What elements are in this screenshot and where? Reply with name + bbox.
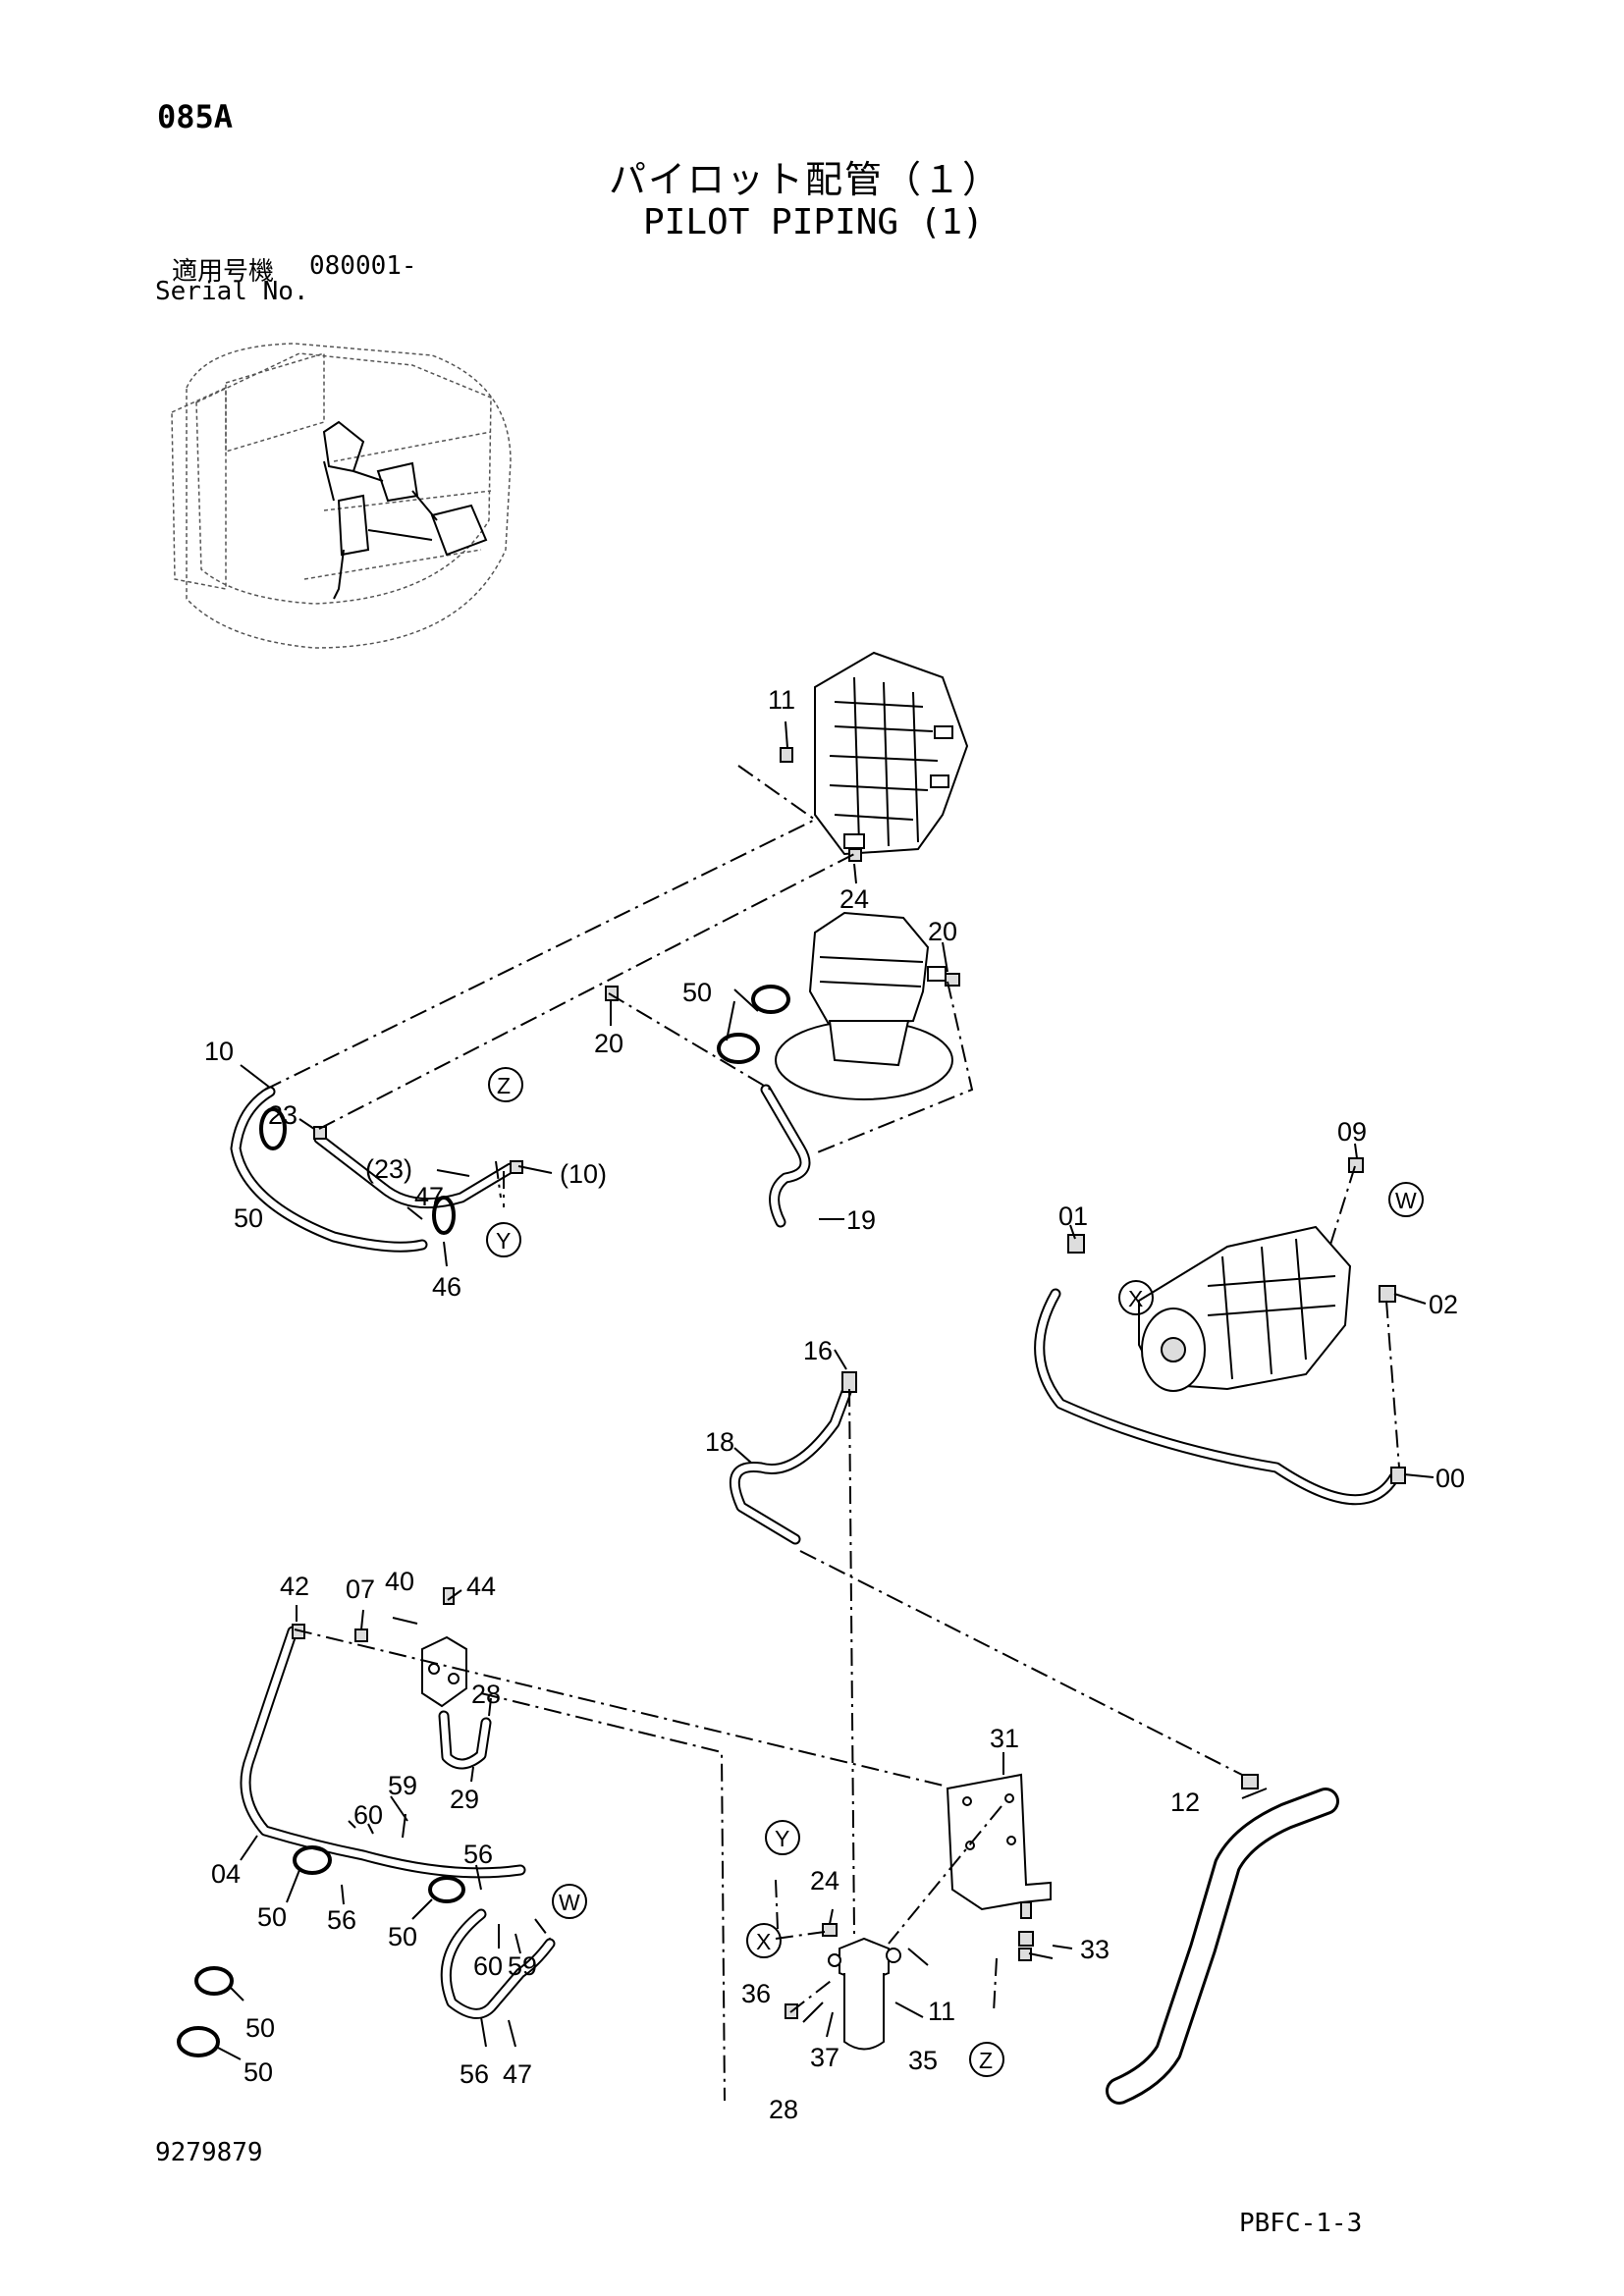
callout-60: 60 [353, 1800, 383, 1830]
callout-35: 35 [908, 2046, 938, 2075]
callout-50: 50 [682, 978, 712, 1007]
connection-marks: Z Y W X Y X Z W [486, 1067, 1424, 2077]
callout-31: 31 [990, 1724, 1019, 1753]
connection-mark-y: Y [496, 1228, 511, 1254]
callout-24: 24 [839, 884, 869, 914]
callout-50: 50 [257, 1902, 287, 1932]
main-pump-assembly [1138, 1225, 1352, 1392]
callout-20: 20 [594, 1029, 623, 1058]
hose-18 [729, 1386, 852, 1545]
hose-56 [440, 1908, 556, 2019]
callout-12: 12 [1170, 1788, 1200, 1817]
callout-16: 16 [803, 1336, 833, 1365]
callout-47: 47 [503, 2059, 532, 2089]
callout-10-ref: (10) [560, 1159, 607, 1189]
callout-44: 44 [466, 1572, 496, 1601]
callout-02: 02 [1429, 1290, 1458, 1319]
pilot-valve-block [421, 1635, 467, 1708]
hose-29 [438, 1710, 492, 1770]
callout-60: 60 [473, 1951, 503, 1981]
callout-56: 56 [460, 2059, 489, 2089]
callout-47: 47 [414, 1182, 444, 1211]
pilot-filter-assembly [828, 1937, 901, 2051]
callout-20: 20 [928, 917, 957, 946]
callout-46: 46 [432, 1272, 461, 1302]
hose-00 [1034, 1288, 1400, 1506]
callout-10: 10 [204, 1037, 234, 1066]
connection-lines [264, 765, 1400, 2102]
callout-59: 59 [508, 1951, 537, 1981]
control-valve-assembly [814, 651, 969, 856]
callout-56: 56 [463, 1840, 493, 1869]
callout-50: 50 [245, 2013, 275, 2043]
callout-11: 11 [928, 1997, 955, 2026]
callout-07: 07 [346, 1575, 375, 1604]
hose-19 [760, 1084, 811, 1228]
callout-50: 50 [244, 2057, 273, 2087]
hose-10 [230, 1086, 516, 1253]
callout-33: 33 [1080, 1935, 1110, 1964]
callout-24: 24 [810, 1866, 839, 1896]
connection-mark-x: X [1128, 1286, 1143, 1311]
callout-56: 56 [327, 1905, 356, 1935]
callout-numbers: 11 24 20 20 50 10 23 (23) (10) 47 50 46 … [204, 685, 1465, 2124]
title-english: PILOT PIPING (1) [643, 202, 984, 242]
callout-09: 09 [1337, 1117, 1367, 1147]
callout-04: 04 [211, 1859, 241, 1889]
connection-mark-x: X [756, 1929, 771, 1954]
callout-42: 42 [280, 1572, 309, 1601]
callout-50: 50 [234, 1203, 263, 1233]
serial-number-value: 080001- [309, 251, 417, 281]
document-number: 9279879 [155, 2138, 263, 2167]
connection-mark-z: Z [497, 1073, 511, 1098]
callout-23: 23 [268, 1100, 298, 1130]
page-reference: PBFC-1-3 [1239, 2209, 1363, 2238]
callout-28: 28 [471, 1680, 501, 1709]
connection-mark-z: Z [979, 2048, 993, 2073]
callout-00: 00 [1435, 1464, 1465, 1493]
clamp-rings [177, 985, 790, 2057]
callout-28: 28 [769, 2095, 798, 2124]
hose-04 [240, 1626, 526, 1879]
serial-label-english: Serial No. [155, 277, 309, 306]
serial-label-japanese: 適用号機 [172, 257, 275, 287]
leader-lines [215, 721, 1435, 2060]
swing-motor-assembly [775, 911, 953, 1100]
callout-37: 37 [810, 2043, 839, 2072]
connection-mark-y: Y [775, 1826, 789, 1851]
suction-pipe [1106, 1788, 1339, 2105]
bracket [946, 1773, 1052, 1911]
callout-59: 59 [388, 1771, 417, 1800]
callout-29: 29 [450, 1785, 479, 1814]
callout-01: 01 [1058, 1201, 1088, 1231]
callout-19: 19 [846, 1205, 876, 1235]
connection-mark-w: W [1395, 1188, 1417, 1213]
callout-11: 11 [768, 685, 795, 715]
machine-overview-thumbnail [171, 343, 512, 649]
callout-50: 50 [388, 1922, 417, 1951]
connection-mark-w: W [559, 1890, 580, 1915]
callout-18: 18 [705, 1427, 734, 1457]
title-japanese: パイロット配管（１） [609, 158, 1002, 201]
callout-36: 36 [741, 1979, 771, 2008]
page-code: 085A [157, 98, 234, 135]
callout-40: 40 [385, 1567, 414, 1596]
callout-23-ref: (23) [365, 1154, 412, 1184]
